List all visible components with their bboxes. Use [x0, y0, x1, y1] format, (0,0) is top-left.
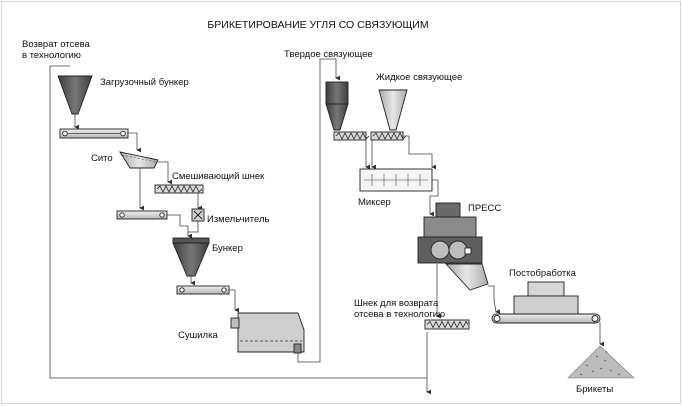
return-loop-line — [49, 65, 431, 395]
solid-binder-label: Твердое связующее — [284, 49, 373, 60]
press-chute — [444, 263, 489, 291]
mixer-label: Миксер — [358, 197, 391, 208]
mixer — [359, 168, 433, 192]
solid-binder-bunker — [325, 81, 349, 131]
return-screw — [424, 319, 470, 330]
sieve — [119, 151, 159, 169]
return-screen-label-2: в технологию — [22, 50, 81, 61]
press — [417, 202, 483, 264]
solid-binder-screw — [333, 131, 370, 141]
mixing-screw — [154, 184, 204, 194]
dryer-label: Сушилка — [178, 330, 218, 341]
return-screen-label-1: Возврат отсева — [22, 39, 91, 50]
post-processing-label: Постобработка — [509, 268, 577, 279]
liquid-binder-label: Жидкое связующее — [376, 72, 462, 83]
conveyor-1 — [59, 128, 129, 139]
briquettes-label: Брикеты — [576, 384, 613, 395]
loading-bunker-label: Загрузочный бункер — [100, 77, 189, 88]
bunker-label: Бункер — [212, 243, 243, 254]
briquettes-pile — [567, 345, 635, 379]
conveyor-3 — [176, 285, 230, 295]
conveyor-2 — [116, 210, 168, 220]
bunker — [172, 237, 210, 277]
return-screw-label-1: Шнек для возврата — [354, 298, 439, 309]
return-screw-label-2: отсева в технологию — [354, 309, 445, 320]
mixing-screw-label: Смешивающий шнек — [172, 171, 265, 182]
crusher — [191, 208, 205, 222]
dryer — [230, 312, 305, 354]
press-label: ПРЕСС — [468, 203, 501, 214]
sieve-label: Сито — [91, 153, 113, 164]
post-processing-conveyor — [491, 313, 601, 324]
loading-bunker — [57, 75, 93, 115]
crusher-label: Измельчитель — [207, 214, 270, 225]
post-processing-unit — [513, 281, 579, 317]
liquid-binder-screw — [370, 131, 407, 141]
diagram-title: БРИКЕТИРОВАНИЕ УГЛЯ СО СВЯЗУЮЩИМ — [207, 19, 428, 31]
liquid-binder-tank — [378, 89, 408, 131]
